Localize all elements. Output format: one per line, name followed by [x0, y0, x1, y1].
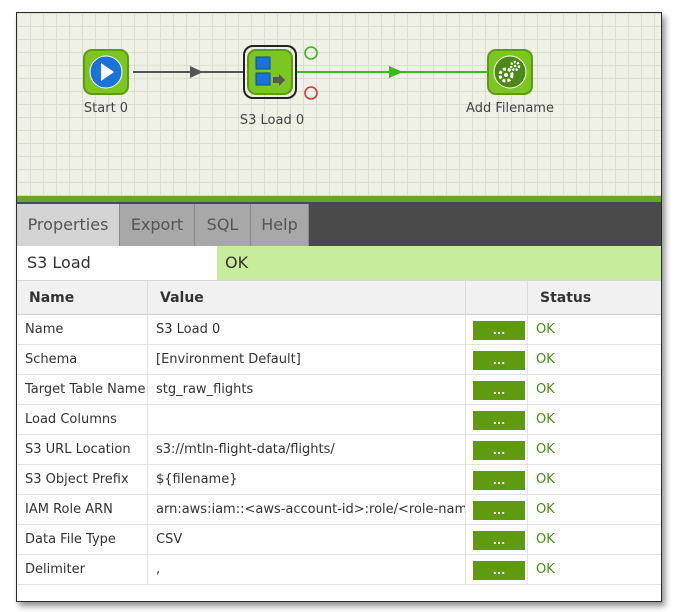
node-start-label: Start 0	[83, 101, 129, 116]
edit-property-button[interactable]: ...	[473, 441, 525, 460]
property-name: Name	[17, 315, 148, 344]
property-status: OK	[536, 472, 555, 487]
property-value[interactable]: [Environment Default]	[148, 345, 466, 374]
header-value: Value	[148, 281, 466, 315]
edit-cell: ...	[466, 405, 528, 434]
job-canvas[interactable]: Start 0 S3 Load 0	[17, 13, 661, 199]
edit-cell: ...	[466, 555, 528, 584]
property-value[interactable]: ,	[148, 555, 466, 584]
edit-cell: ...	[466, 495, 528, 524]
property-name: Schema	[17, 345, 148, 374]
table-row[interactable]: Schema[Environment Default]... OK	[17, 345, 661, 375]
edit-property-button[interactable]: ...	[473, 471, 525, 490]
node-s3-load-box[interactable]	[247, 49, 293, 95]
component-name: S3 Load	[17, 246, 217, 280]
header-name: Name	[17, 281, 148, 315]
property-value[interactable]: ${filename}	[148, 465, 466, 494]
property-status: OK	[536, 502, 555, 517]
property-name: Data File Type	[17, 525, 148, 554]
node-start-box[interactable]	[83, 49, 129, 95]
edit-property-button[interactable]: ...	[473, 321, 525, 340]
edit-property-button[interactable]: ...	[473, 351, 525, 370]
property-name: Delimiter	[17, 555, 148, 584]
property-name: S3 Object Prefix	[17, 465, 148, 494]
edit-property-button[interactable]: ...	[473, 411, 525, 430]
tab-export[interactable]: Export	[120, 204, 195, 246]
property-value[interactable]: CSV	[148, 525, 466, 554]
window-frame: Start 0 S3 Load 0	[16, 12, 662, 602]
node-add-filename-label: Add Filename	[466, 101, 554, 116]
property-name: Target Table Name	[17, 375, 148, 404]
node-add-filename-box[interactable]	[487, 49, 533, 95]
table-row[interactable]: Load Columns... OK	[17, 405, 661, 435]
node-s3-load-label: S3 Load 0	[239, 113, 305, 128]
property-value[interactable]: S3 Load 0	[148, 315, 466, 344]
failure-port-icon	[304, 86, 318, 100]
edit-property-button[interactable]: ...	[473, 531, 525, 550]
edit-property-button[interactable]: ...	[473, 501, 525, 520]
property-status: OK	[536, 352, 555, 367]
edit-cell: ...	[466, 345, 528, 374]
edit-cell: ...	[466, 465, 528, 494]
property-status: OK	[536, 412, 555, 427]
component-status-row: S3 Load OK	[17, 246, 661, 280]
property-status: OK	[536, 442, 555, 457]
property-value[interactable]: stg_raw_flights	[148, 375, 466, 404]
property-status: OK	[536, 562, 555, 577]
tab-bar: Properties Export SQL Help	[17, 202, 661, 246]
success-port-icon	[304, 46, 318, 60]
property-value[interactable]: arn:aws:iam::<aws-account-id>:role/<role…	[148, 495, 466, 524]
edit-cell: ...	[466, 525, 528, 554]
header-status: Status	[540, 290, 592, 306]
tab-help[interactable]: Help	[251, 204, 309, 246]
property-name: IAM Role ARN	[17, 495, 148, 524]
property-name: Load Columns	[17, 405, 148, 434]
property-name: S3 URL Location	[17, 435, 148, 464]
property-status: OK	[536, 382, 555, 397]
edit-cell: ...	[466, 435, 528, 464]
canvas-divider	[17, 196, 661, 202]
connector-arrow-success	[389, 66, 403, 78]
edit-property-button[interactable]: ...	[473, 561, 525, 580]
play-icon	[89, 55, 123, 89]
tab-properties[interactable]: Properties	[17, 204, 120, 246]
edit-cell: ...	[466, 315, 528, 344]
property-value[interactable]	[148, 405, 466, 434]
header-edit	[466, 281, 528, 315]
table-row[interactable]: S3 Object Prefix${filename}... OK	[17, 465, 661, 495]
connector-arrow	[190, 66, 203, 78]
s3-load-icon	[255, 56, 285, 86]
edit-property-button[interactable]: ...	[473, 381, 525, 400]
property-value[interactable]: s3://mtln-flight-data/flights/	[148, 435, 466, 464]
edit-cell: ...	[466, 375, 528, 404]
table-row[interactable]: Delimiter,... OK	[17, 555, 661, 585]
tab-sql[interactable]: SQL	[195, 204, 251, 246]
property-status: OK	[536, 532, 555, 547]
component-status: OK	[217, 246, 661, 280]
connector-layer	[133, 46, 487, 100]
properties-table-header: Name Value Status	[17, 280, 661, 315]
selection-outline	[243, 45, 297, 99]
property-status: OK	[536, 322, 555, 337]
gears-icon	[493, 55, 527, 89]
